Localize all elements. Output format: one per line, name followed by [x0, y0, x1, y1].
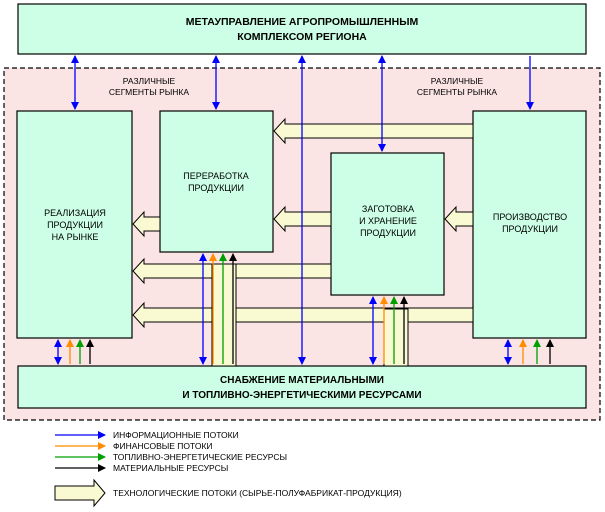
legend: ИНФОРМАЦИОННЫЕ ПОТОКИ ФИНАНСОВЫЕ ПОТОКИ … — [54, 430, 402, 508]
tech-flow-supply-to-processing — [211, 263, 237, 367]
tech-flow-processing-to-sales — [132, 210, 161, 238]
legend-finance-label: ФИНАНСОВЫЕ ПОТОКИ — [113, 441, 213, 451]
info-flows — [54, 55, 534, 365]
fuel-flows — [76, 253, 541, 364]
tech-flow-production-to-storage — [444, 205, 474, 233]
legend-info-label: ИНФОРМАЦИОННЫЕ ПОТОКИ — [113, 430, 239, 440]
tech-flows — [132, 117, 474, 367]
tech-flow-production-to-processing — [273, 117, 474, 145]
processing-label-line1: ПЕРЕРАБОТКА — [183, 171, 248, 181]
finance-flows — [66, 253, 527, 364]
processing-box: ПЕРЕРАБОТКА ПРОДУКЦИИ — [159, 110, 274, 253]
storage-label-line3: ПРОДУКЦИИ — [360, 228, 416, 238]
legend-tech-label: ТЕХНОЛОГИЧЕСКИЕ ПОТОКИ (СЫРЬЕ-ПОЛУФАБРИК… — [113, 488, 402, 498]
material-flows — [86, 253, 554, 364]
supply-label-line2: И ТОПЛИВНО-ЭНЕРГЕТИЧЕСКИМИ РЕСУРСАМИ — [182, 390, 421, 401]
storage-box: ЗАГОТОВКА И ХРАНЕНИЕ ПРОДУКЦИИ — [330, 152, 445, 296]
production-label-line2: ПРОДУКЦИИ — [502, 224, 558, 234]
meta-management-title-line1: МЕТАУПРАВЛЕНИЕ АГРОПРОМЫШЛЕННЫМ — [186, 16, 419, 28]
production-label-line1: ПРОИЗВОДСТВО — [493, 212, 567, 222]
storage-label-line1: ЗАГОТОВКА — [362, 204, 414, 214]
sales-box: РЕАЛИЗАЦИЯ ПРОДУКЦИИ НА РЫНКЕ — [16, 110, 133, 339]
supply-box: СНАБЖЕНИЕ МАТЕРИАЛЬНЫМИ И ТОПЛИВНО-ЭНЕРГ… — [17, 365, 587, 409]
sales-label-line2: ПРОДУКЦИИ — [47, 220, 103, 230]
legend-material-label: МАТЕРИАЛЬНЫЕ РЕСУРСЫ — [113, 463, 228, 473]
production-box: ПРОИЗВОДСТВО ПРОДУКЦИИ — [472, 110, 587, 339]
sales-label-line1: РЕАЛИЗАЦИЯ — [44, 208, 106, 218]
market-segments-right-line2: СЕГМЕНТЫ РЫНКА — [417, 87, 497, 97]
storage-label-line2: И ХРАНЕНИЕ — [359, 216, 417, 226]
processing-label-line2: ПРОДУКЦИИ — [188, 183, 244, 193]
meta-management-title-line2: КОМПЛЕКСОМ РЕГИОНА — [237, 31, 367, 43]
supply-label-line1: СНАБЖЕНИЕ МАТЕРИАЛЬНЫМИ — [220, 375, 384, 386]
legend-fuel-label: ТОПЛИВНО-ЭНЕРГЕТИЧЕСКИЕ РЕСУРСЫ — [113, 452, 287, 462]
market-segments-left-line1: РАЗЛИЧНЫЕ — [123, 76, 176, 86]
sales-label-line3: НА РЫНКЕ — [52, 232, 99, 242]
market-segments-left-line2: СЕГМЕНТЫ РЫНКА — [109, 87, 189, 97]
market-segments-right-line1: РАЗЛИЧНЫЕ — [431, 76, 484, 86]
meta-management-box: МЕТАУПРАВЛЕНИЕ АГРОПРОМЫШЛЕННЫМ КОМПЛЕКС… — [17, 3, 587, 55]
legend-tech-arrow — [54, 478, 106, 508]
